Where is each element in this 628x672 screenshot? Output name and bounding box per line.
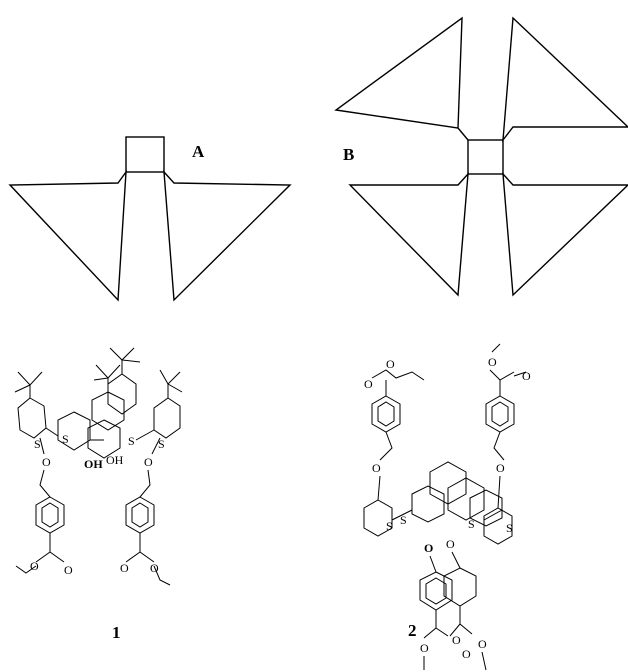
aryl-ring xyxy=(87,419,121,459)
bond xyxy=(151,437,161,455)
bond xyxy=(39,437,45,455)
tbutyl-group xyxy=(159,369,183,398)
benzoate-ring-inner xyxy=(41,502,59,528)
oxygen-atom: O xyxy=(424,541,433,555)
aryl-ring xyxy=(411,485,445,523)
oxygen-atom: O xyxy=(446,537,455,551)
bond xyxy=(39,469,51,498)
scheme-b-top-right-cone xyxy=(502,16,628,143)
aryl-ring xyxy=(91,391,125,431)
compound-2-structure: O O O O O O S S S S O O xyxy=(363,343,531,671)
scheme-b-label: B xyxy=(343,145,354,164)
sulfur-atom: S xyxy=(34,437,41,451)
oxygen-atom: O xyxy=(30,559,39,573)
oxygen-atom: O xyxy=(372,461,381,475)
oxygen-atom: O xyxy=(364,377,373,391)
oxygen-atom: O xyxy=(462,647,471,661)
sulfur-atom: S xyxy=(468,517,475,531)
scheme-a-square xyxy=(125,136,165,173)
ester-bond xyxy=(423,606,473,639)
oxygen-atom: O xyxy=(496,461,505,475)
compound-2-label: 2 xyxy=(408,621,417,640)
aryl-ring xyxy=(469,489,503,527)
tbutyl-group xyxy=(109,347,141,374)
oxygen-atom: O xyxy=(522,369,531,383)
oxygen-atom: O xyxy=(488,355,497,369)
aryl-ring xyxy=(363,499,393,537)
bridge-bonds xyxy=(377,475,503,521)
benzoate-ring xyxy=(35,496,65,534)
bridge-bonds xyxy=(45,427,155,441)
aryl-ring xyxy=(483,507,513,545)
tbutyl-group xyxy=(14,371,43,398)
sulfur-atom: S xyxy=(386,519,393,533)
aryl-ring xyxy=(153,397,181,439)
benzoate-ring-inner xyxy=(377,401,395,427)
hydroxyl-group: OH xyxy=(106,453,124,467)
oxygen-atom: O xyxy=(150,561,159,575)
sulfur-atom: S xyxy=(506,521,513,535)
aryl-ring xyxy=(429,461,467,505)
benzoate-ring xyxy=(371,395,401,433)
sulfur-atom: S xyxy=(158,437,165,451)
scheme-a-label: A xyxy=(192,142,205,161)
oxygen-atom: O xyxy=(144,455,153,469)
scheme-a-diagram: A xyxy=(8,136,292,302)
benzoate-ring-inner xyxy=(131,502,149,528)
scheme-a-right-cone xyxy=(163,170,292,302)
hydroxyl-group: OH xyxy=(84,457,103,471)
methyl-bond xyxy=(15,565,37,574)
methyl-bond xyxy=(423,651,487,671)
oxygen-atom: O xyxy=(452,633,461,647)
sulfur-atom: S xyxy=(62,432,69,446)
bond xyxy=(379,431,393,461)
ester-bond xyxy=(125,533,155,563)
sulfur-atom: S xyxy=(400,513,407,527)
bond xyxy=(139,469,151,498)
aryl-ring xyxy=(447,477,485,521)
aryl-ring xyxy=(107,373,137,415)
compound-1-structure: S S S S OH OH O O O O O O 1 xyxy=(14,347,183,642)
scheme-b-top-left-cone xyxy=(334,16,469,141)
scheme-b-square xyxy=(467,139,504,175)
bond xyxy=(493,431,505,461)
bond xyxy=(429,551,461,573)
oxygen-atom: O xyxy=(42,455,51,469)
benzoate-ring xyxy=(485,395,515,433)
ester-bond xyxy=(35,533,65,563)
sulfur-atom: S xyxy=(128,434,135,448)
methyl-bond xyxy=(153,565,171,586)
methyl-bond xyxy=(491,343,501,353)
benzoate-ring xyxy=(443,567,477,607)
scheme-b-bottom-left-cone xyxy=(348,172,469,297)
benzoate-ring-inner xyxy=(491,401,509,427)
oxygen-atom: O xyxy=(420,641,429,655)
compound-1-label: 1 xyxy=(112,623,121,642)
scheme-a-left-cone xyxy=(8,169,127,302)
oxygen-atom: O xyxy=(120,561,129,575)
benzoate-ring-inner xyxy=(425,577,447,605)
scheme-b-diagram: B xyxy=(334,16,628,297)
oxygen-atom: O xyxy=(386,357,395,371)
ester-bond xyxy=(489,369,527,396)
aryl-ring xyxy=(17,397,47,439)
oxygen-atom: O xyxy=(64,563,73,577)
ester-bond xyxy=(371,369,425,381)
aryl-ring xyxy=(57,411,91,451)
benzoate-ring xyxy=(125,496,155,534)
oxygen-atom: O xyxy=(478,637,487,651)
scheme-b-bottom-right-cone xyxy=(502,172,628,297)
